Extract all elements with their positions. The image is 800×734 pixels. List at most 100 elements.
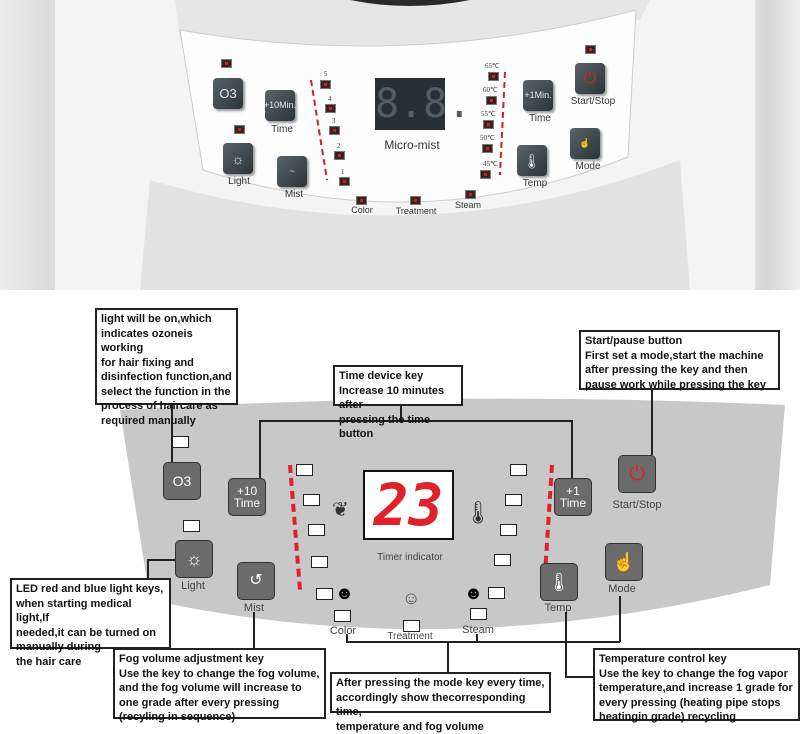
- photo-temp-label: Temp: [522, 178, 548, 189]
- product-photo: O3 +10Min. Time ☼ Light ~ Mist 5 4 3 2 1…: [0, 0, 800, 290]
- mist-level-label: 5: [324, 70, 328, 78]
- temp-thermometer-icon[interactable]: 🌡: [540, 563, 578, 601]
- mist-level-label: 2: [337, 142, 341, 150]
- ozone-led: [172, 436, 189, 448]
- connector-line: [571, 420, 573, 478]
- connector-line: [259, 420, 573, 422]
- mist-level-led: [311, 556, 328, 568]
- callout-mode: After pressing the mode key every time, …: [330, 672, 551, 733]
- temp-level-label: 55℃: [481, 110, 496, 118]
- treatment-led: [410, 196, 421, 205]
- connector-line: [651, 389, 653, 455]
- steam-label: Steam: [462, 624, 494, 636]
- color-label: Color: [329, 625, 357, 637]
- thermometer-icon: 🌡: [464, 500, 492, 525]
- connector-line: [147, 559, 149, 579]
- mist-led: [329, 126, 340, 135]
- coral-mist-icon: ❦: [332, 499, 349, 521]
- photo-start-led: [585, 45, 596, 54]
- temp-led: [482, 144, 493, 153]
- treatment-head-icon: ☺: [402, 588, 421, 608]
- connector-line: [346, 634, 348, 642]
- timer-indicator-label: Timer indicator: [377, 552, 443, 563]
- mist-level-led: [308, 524, 325, 536]
- callout-light: LED red and blue light keys, when starti…: [10, 578, 171, 668]
- time1-top-label: +1: [566, 484, 580, 498]
- power-icon[interactable]: ⏻: [618, 455, 656, 493]
- temp-level-led: [500, 524, 517, 536]
- connector-line: [346, 641, 620, 643]
- mode-hand-icon[interactable]: ☝: [605, 543, 643, 581]
- connector-line: [476, 634, 478, 642]
- callout-temp: Temperature control key Use the key to c…: [593, 648, 800, 723]
- connector-line: [565, 676, 594, 678]
- photo-display: 8.8.: [375, 78, 471, 130]
- steam-led: [465, 190, 476, 199]
- photo-light-button: ☼: [223, 143, 253, 174]
- time1-bottom-label: Time: [559, 496, 587, 510]
- temp-led: [486, 96, 497, 105]
- mist-led: [325, 104, 336, 113]
- temp-level-led: [510, 464, 527, 476]
- temp-level-led: [494, 554, 511, 566]
- photo-mist-label: Mist: [284, 189, 304, 200]
- color-led: [334, 610, 351, 622]
- photo-mode-button: ☝: [570, 128, 600, 159]
- light-led: [183, 520, 200, 532]
- photo-mode-label: Mode: [575, 161, 601, 172]
- photo-color-label: Color: [351, 205, 373, 215]
- mist-label: Mist: [243, 602, 265, 614]
- mist-button[interactable]: ↺: [237, 562, 275, 600]
- mode-label: Mode: [608, 583, 636, 595]
- photo-display-label: Micro-mist: [384, 138, 440, 152]
- connector-line: [171, 404, 173, 462]
- ozone-button[interactable]: O3: [163, 462, 201, 500]
- start-stop-label: Start/Stop: [612, 499, 662, 511]
- temp-label: Temp: [544, 602, 572, 614]
- mist-level-label: 1: [341, 168, 345, 176]
- mist-level-led: [303, 494, 320, 506]
- temp-level-led: [505, 494, 522, 506]
- mist-led: [339, 177, 350, 186]
- time10-bottom-label: Time: [233, 496, 261, 510]
- temp-level-label: 65℃: [485, 62, 500, 70]
- temp-led: [480, 170, 491, 179]
- connector-line: [259, 420, 261, 478]
- photo-steam-label: Steam: [454, 200, 482, 210]
- connector-line: [619, 596, 621, 642]
- mist-level-label: 3: [332, 117, 336, 125]
- steam-side-led: [488, 587, 505, 599]
- steam-head-icon: ☻: [464, 583, 483, 603]
- color-head-icon: ☻: [335, 583, 354, 603]
- callout-time: Time device key Increase 10 minutes afte…: [333, 365, 463, 440]
- connector-line: [447, 641, 449, 673]
- photo-treatment-label: Treatment: [395, 206, 437, 216]
- callout-mist: Fog volume adjustment key Use the key to…: [113, 648, 326, 723]
- temp-led: [488, 72, 499, 81]
- photo-time10-button: +10Min.: [264, 90, 296, 121]
- mist-led: [320, 80, 331, 89]
- connector-line: [565, 612, 567, 678]
- treatment-led: [403, 620, 420, 632]
- time10-top-label: +10: [236, 484, 258, 498]
- temp-level-label: 45℃: [483, 160, 498, 168]
- color-side-led: [316, 588, 333, 600]
- photo-time-right-label: Time: [529, 113, 551, 124]
- treatment-label: Treatment: [387, 631, 433, 642]
- temp-level-label: 50℃: [480, 134, 495, 142]
- photo-light-led: [234, 125, 245, 134]
- photo-start-label: Start/Stop: [570, 96, 616, 107]
- connector-line: [147, 559, 175, 561]
- photo-mist-button: ~: [277, 156, 307, 187]
- callout-start: Start/pause button First set a mode,star…: [579, 330, 780, 391]
- photo-ozone-button: O3: [213, 78, 243, 109]
- connector-line: [253, 612, 255, 649]
- temp-led: [483, 120, 494, 129]
- photo-ozone-led: [221, 59, 232, 68]
- mist-level-led: [296, 464, 313, 476]
- steam-led: [470, 608, 487, 620]
- mist-led: [334, 151, 345, 160]
- light-bulb-icon[interactable]: ☼: [175, 540, 213, 578]
